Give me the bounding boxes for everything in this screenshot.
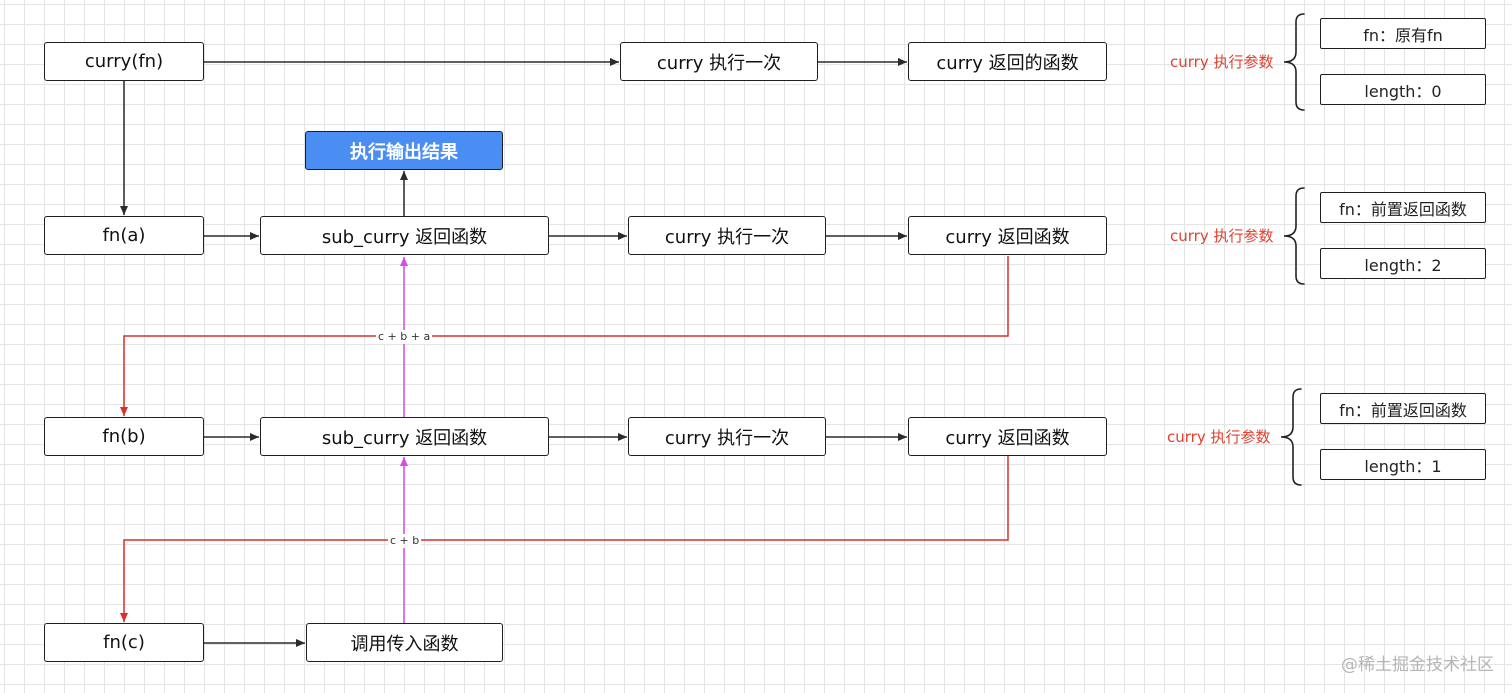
param-fn-3: fn：前置返回函数 — [1320, 393, 1486, 424]
curry-exec-once-2-node: curry 执行一次 — [628, 216, 826, 255]
param-length-3: length：1 — [1320, 449, 1486, 480]
sub-curry-return-a-node: sub_curry 返回函数 — [260, 216, 549, 255]
brace-1 — [1283, 13, 1305, 111]
exec-output-node: 执行输出结果 — [305, 131, 503, 170]
param-fn-1: fn：原有fn — [1320, 18, 1486, 49]
param-length-2: length：2 — [1320, 248, 1486, 279]
fn-a-node: fn(a) — [44, 216, 204, 255]
curry-return-fn-3-node: curry 返回函数 — [908, 417, 1107, 456]
curry-exec-once-3-node: curry 执行一次 — [628, 417, 826, 456]
edge-return2-to-fnb — [120, 256, 1009, 416]
edge-return3-to-fnc — [120, 456, 1009, 622]
curry-fn-node: curry(fn) — [44, 42, 204, 81]
fn-b-node: fn(b) — [44, 417, 204, 456]
brace-3 — [1280, 388, 1302, 486]
fn-c-node: fn(c) — [44, 623, 204, 662]
brace-2 — [1283, 187, 1305, 285]
curry-return-fn-2-node: curry 返回函数 — [908, 216, 1107, 255]
call-passed-fn-node: 调用传入函数 — [306, 623, 503, 662]
curry-returned-fn-node: curry 返回的函数 — [908, 42, 1107, 81]
curry-params-label-2: curry 执行参数 — [1170, 227, 1274, 245]
curry-params-label-3: curry 执行参数 — [1167, 428, 1271, 446]
edge-label-cba: c + b + a — [376, 330, 433, 344]
param-length-1: length：0 — [1320, 74, 1486, 105]
watermark: @稀土掘金技术社区 — [1341, 655, 1494, 675]
curry-params-label-1: curry 执行参数 — [1170, 53, 1274, 71]
edge-label-cb: c + b — [388, 534, 422, 548]
sub-curry-return-b-node: sub_curry 返回函数 — [260, 417, 549, 456]
param-fn-2: fn：前置返回函数 — [1320, 192, 1486, 223]
curry-exec-once-node: curry 执行一次 — [620, 42, 818, 81]
